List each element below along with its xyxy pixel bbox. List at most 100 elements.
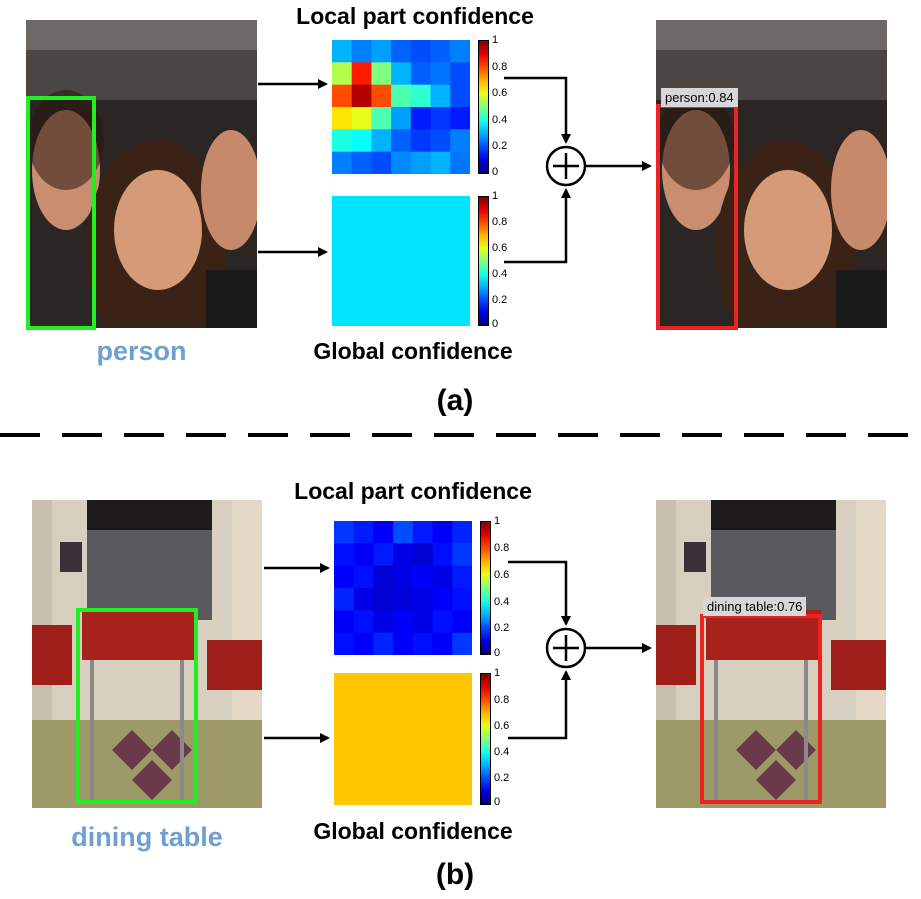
tick-label: 0.4 — [494, 746, 510, 758]
heatmap-cell — [391, 40, 412, 63]
tick-label: 0 — [492, 318, 499, 330]
heatmap-cell — [334, 673, 472, 805]
tick-label: 0.4 — [494, 596, 510, 608]
tick-label: 0.4 — [492, 268, 508, 280]
heatmap-cell — [410, 151, 432, 174]
heatmap-cell — [452, 543, 472, 567]
heatmap-cell — [351, 40, 372, 63]
heatmap-cell — [373, 521, 394, 544]
heatmap-cell — [430, 40, 451, 63]
tick-label: 0.6 — [492, 242, 508, 254]
heatmap-cell — [334, 565, 355, 589]
heatmap-cell — [432, 610, 453, 634]
heatmap-cell — [332, 151, 353, 174]
heatmap-cell — [371, 84, 392, 108]
heatmap-cell — [432, 565, 453, 589]
heatmap-cell — [371, 62, 392, 86]
heatmap-cell — [353, 543, 374, 567]
heatmap-cell — [334, 521, 355, 544]
heatmap-cell — [334, 588, 355, 611]
tick-label: 0.4 — [492, 114, 508, 126]
heatmap-cell — [332, 107, 353, 130]
tick-label: 1 — [492, 34, 499, 46]
heatmap-cell — [353, 588, 374, 611]
colorbar-global-a — [478, 196, 489, 326]
heatmap-cell — [432, 588, 453, 611]
heatmap-cell — [410, 62, 432, 86]
heatmap-cell — [432, 632, 453, 655]
tick-label: 0.8 — [494, 542, 510, 554]
tick-label: 1 — [492, 190, 499, 202]
heatmap-cell — [393, 632, 414, 655]
heatmap-cell — [412, 565, 434, 589]
tick-label: 0.2 — [494, 772, 510, 784]
heatmap-cell — [393, 543, 414, 567]
heatmap-cell — [391, 129, 412, 153]
heatmap-cell — [391, 107, 412, 130]
heatmap-cell — [373, 610, 394, 634]
heatmap-cell — [391, 151, 412, 174]
heatmap-cell — [334, 543, 355, 567]
heatmap-cell — [450, 62, 470, 86]
tick-label: 0.2 — [492, 294, 508, 306]
heatmap-cell — [412, 610, 434, 634]
heatmap-cell — [410, 84, 432, 108]
heatmap-cell — [452, 565, 472, 589]
heatmap-cell — [351, 62, 372, 86]
tick-label: 0.2 — [492, 140, 508, 152]
panel-a: person Local part confidence Global conf… — [0, 0, 921, 433]
heatmap-cell — [334, 610, 355, 634]
heatmap-cell — [430, 151, 451, 174]
heatmap-cell — [334, 632, 355, 655]
heatmap-cell — [412, 632, 434, 655]
heatmap-cell — [373, 543, 394, 567]
heatmap-cell — [393, 521, 414, 544]
heatmap-cell — [351, 151, 372, 174]
heatmap-cell — [452, 610, 472, 634]
heatmap-cell — [371, 107, 392, 130]
heatmap-cell — [351, 107, 372, 130]
heatmap-cell — [332, 196, 470, 326]
tick-label: 0.6 — [492, 87, 508, 99]
local-confidence-heatmap-b — [334, 521, 472, 655]
colorbar-local-a — [478, 40, 489, 174]
global-confidence-heatmap-b — [334, 673, 472, 805]
heatmap-cell — [410, 129, 432, 153]
local-part-confidence-title-b: Local part confidence — [294, 478, 532, 504]
tick-label: 0.6 — [494, 720, 510, 732]
heatmap-cell — [391, 84, 412, 108]
heatmap-cell — [450, 129, 470, 153]
heatmap-cell — [452, 588, 472, 611]
heatmap-cell — [353, 632, 374, 655]
dashed-divider — [0, 433, 921, 437]
heatmap-cell — [332, 129, 353, 153]
tick-label: 0.8 — [494, 694, 510, 706]
heatmap-cell — [332, 40, 353, 63]
heatmap-cell — [371, 129, 392, 153]
detection-label-dining-table: dining table:0.76 — [703, 597, 807, 616]
heatmap-cell — [332, 84, 353, 108]
tick-label: 0.8 — [492, 216, 508, 228]
tick-label: 0.6 — [494, 569, 510, 581]
heatmap-cell — [371, 40, 392, 63]
heatmap-cell — [351, 129, 372, 153]
global-confidence-title-b: Global confidence — [313, 818, 513, 844]
colorbar-global-b — [480, 673, 491, 805]
heatmap-cell — [373, 588, 394, 611]
heatmap-cell — [353, 610, 374, 634]
heatmap-cell — [450, 107, 470, 130]
caption-a: (a) — [436, 384, 474, 417]
heatmap-cell — [332, 62, 353, 86]
heatmap-cell — [391, 62, 412, 86]
heatmap-cell — [393, 565, 414, 589]
tick-label: 0.2 — [494, 622, 510, 634]
local-part-confidence-title-a: Local part confidence — [296, 3, 534, 29]
caption-b: (b) — [435, 858, 475, 891]
heatmap-cell — [450, 40, 470, 63]
global-confidence-title-a: Global confidence — [313, 338, 513, 364]
heatmap-cell — [371, 151, 392, 174]
heatmap-cell — [412, 543, 434, 567]
tick-label: 0.8 — [492, 61, 508, 73]
heatmap-cell — [412, 588, 434, 611]
tick-label: 0 — [492, 166, 499, 178]
